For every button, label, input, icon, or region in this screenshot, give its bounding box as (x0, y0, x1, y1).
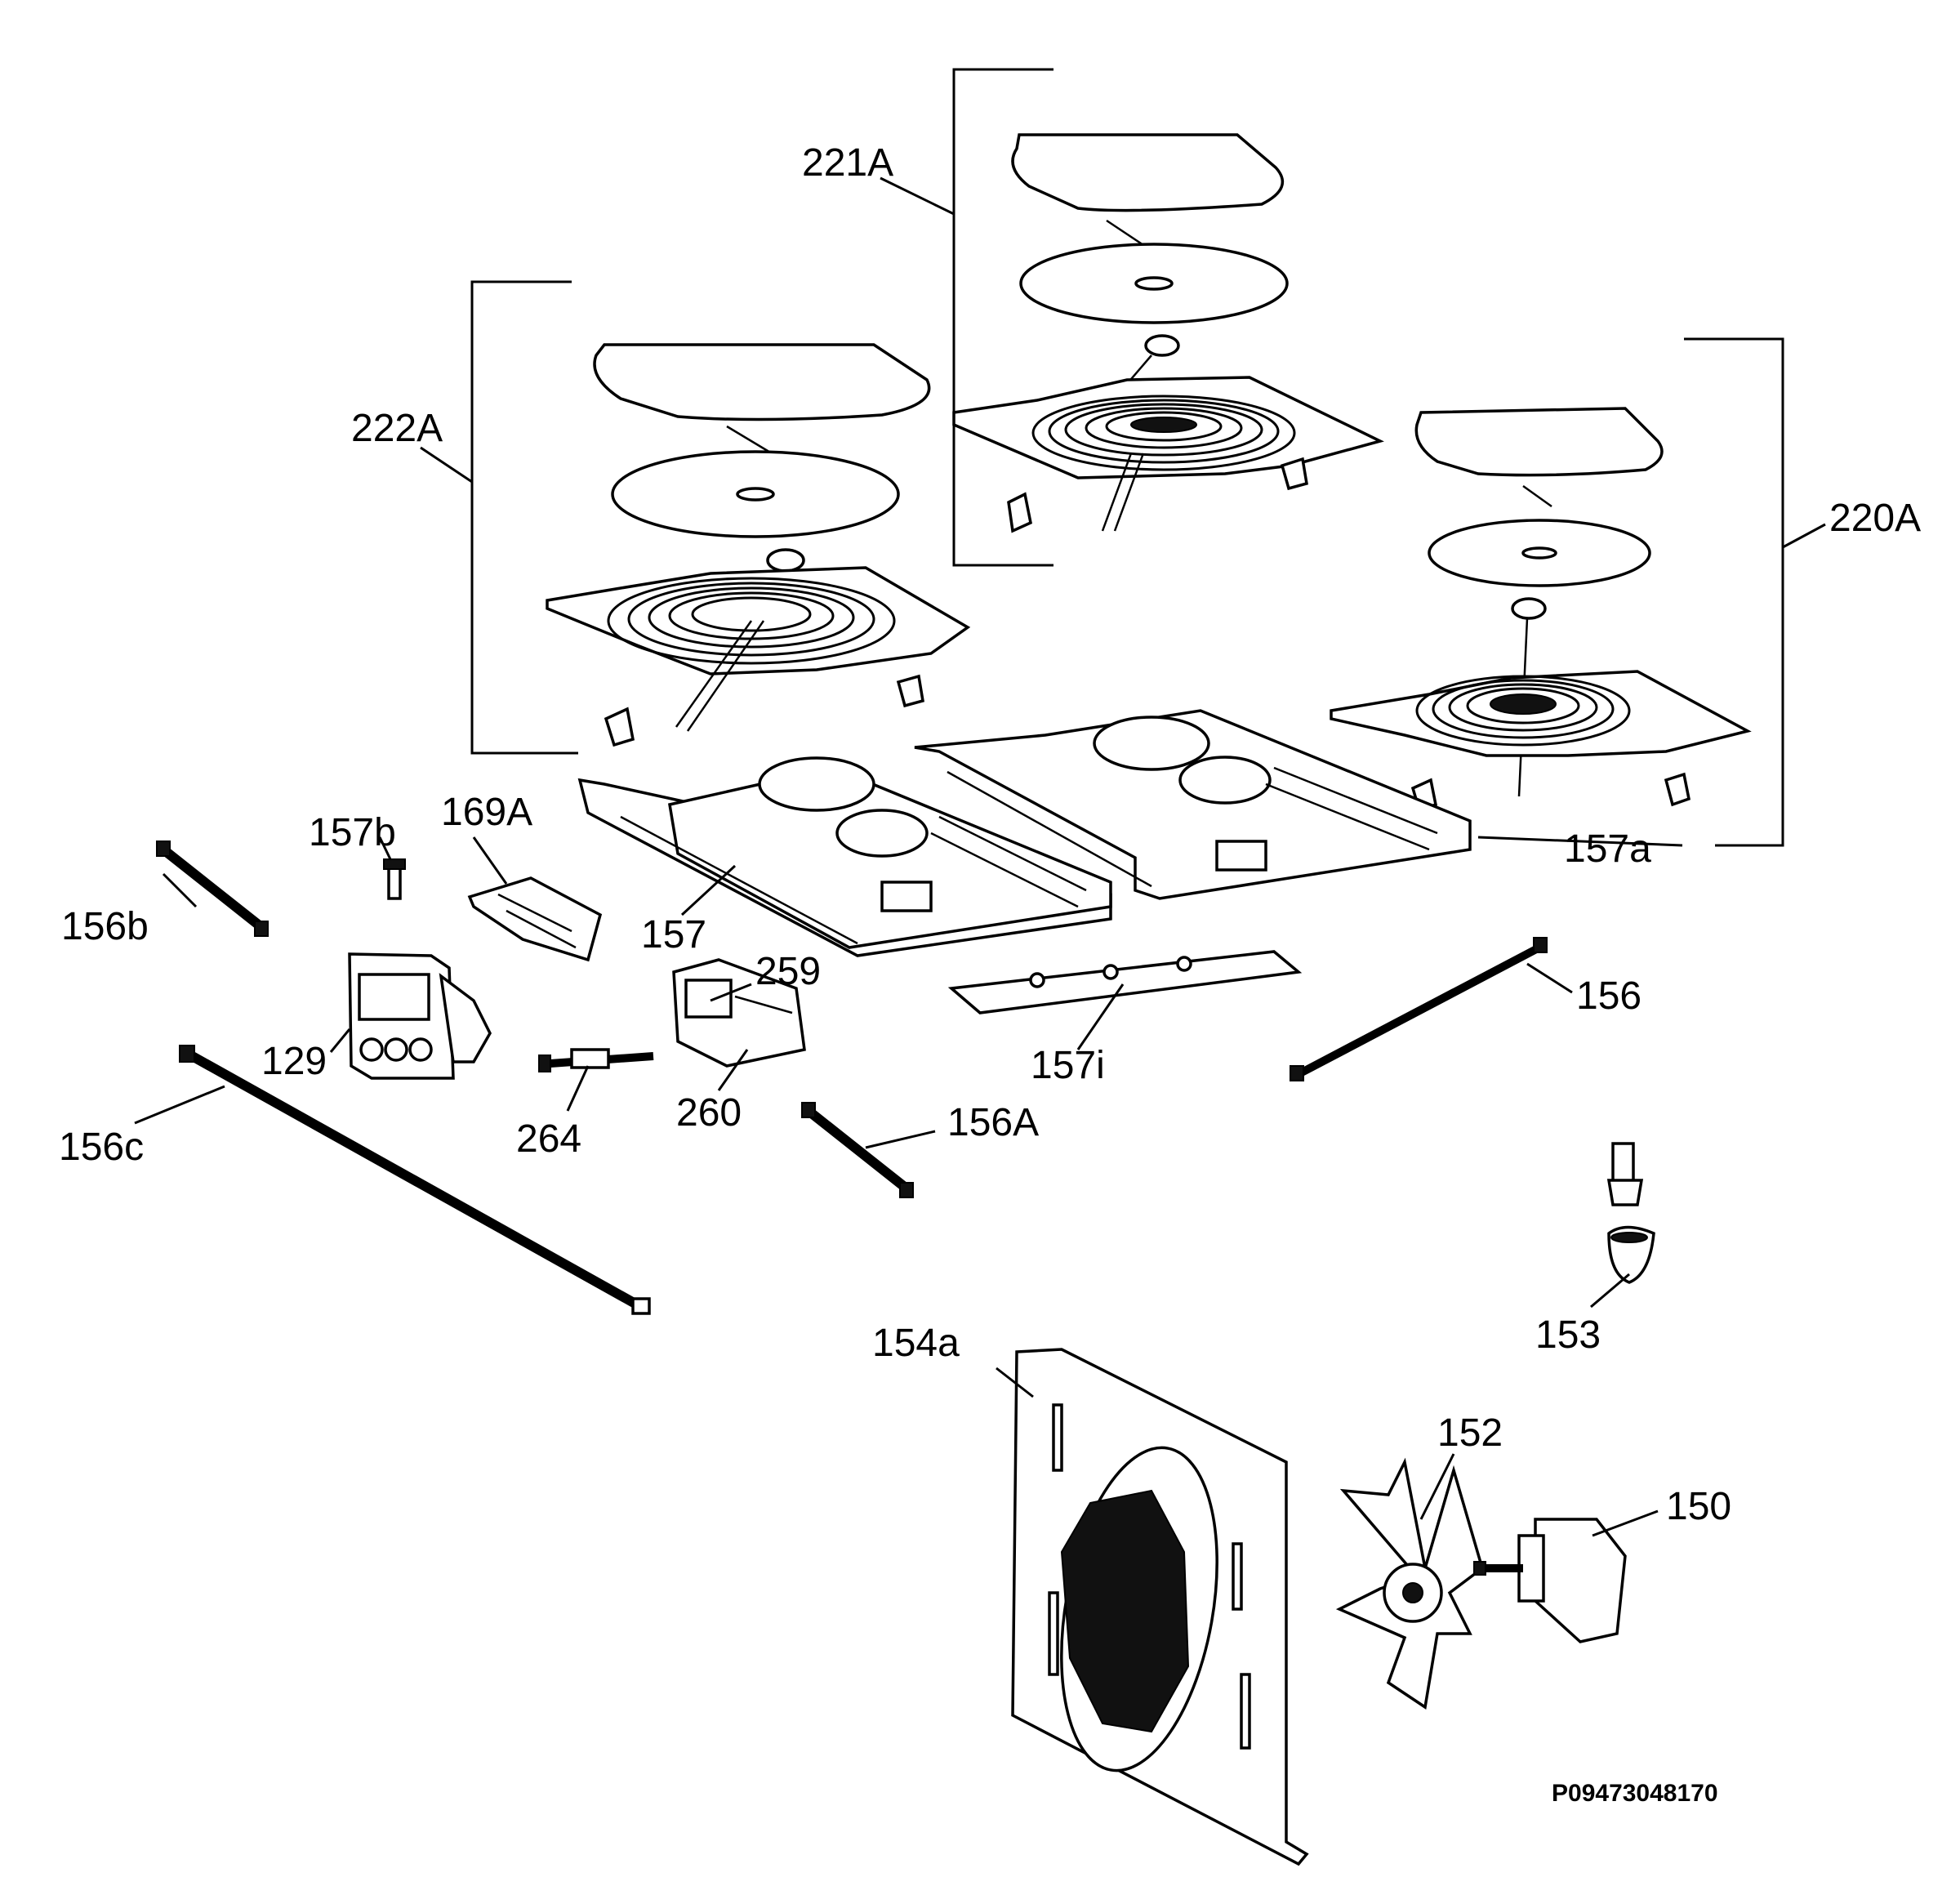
label-157: 157 (641, 913, 706, 956)
label-259: 259 (755, 950, 821, 993)
sensor-264 (538, 1048, 654, 1072)
control-module-157 (577, 756, 1112, 957)
hob-element-222A (546, 343, 971, 747)
leader-lines (134, 836, 1683, 1537)
callout-labels: 221A 222A 220A 157a 157b 169A 156b 157 2… (59, 141, 1921, 1807)
label-156: 156 (1576, 974, 1642, 1018)
label-152: 152 (1437, 1411, 1503, 1455)
terminal-block-169A (467, 876, 603, 962)
timer-display-129 (348, 952, 492, 1080)
label-150: 150 (1666, 1485, 1731, 1528)
label-129: 129 (261, 1040, 327, 1083)
label-260: 260 (676, 1091, 742, 1135)
label-154a: 154a (872, 1322, 960, 1365)
hob-element-220A (1330, 407, 1752, 813)
drawing-code: P09473048170 (1552, 1780, 1718, 1807)
screw-157b (383, 858, 406, 900)
glass-plate-221A (1011, 133, 1285, 212)
glass-plate-222A (593, 343, 931, 421)
label-264: 264 (516, 1117, 581, 1161)
label-220A: 220A (1829, 497, 1921, 540)
glass-plate-220A (1414, 407, 1664, 477)
label-157b: 157b (309, 811, 396, 854)
rod-156c (179, 1045, 651, 1315)
bracket-220A (1684, 337, 1826, 847)
bracket-222A (420, 280, 578, 755)
hob-element-221A (952, 133, 1384, 533)
label-156A: 156A (947, 1101, 1039, 1144)
label-156b: 156b (61, 905, 149, 948)
rod-156 (1290, 937, 1548, 1081)
lamp-153 (1606, 1142, 1655, 1284)
bar-157i (947, 950, 1303, 1014)
label-157i: 157i (1031, 1044, 1105, 1087)
label-221A: 221A (802, 141, 893, 185)
label-156c: 156c (59, 1126, 144, 1169)
label-157a: 157a (1564, 827, 1651, 871)
fan-cover-154a (1011, 1348, 1309, 1866)
switch-259-260 (672, 958, 806, 1068)
motor-150 (1473, 1518, 1627, 1643)
rod-156b (156, 840, 269, 937)
bracket-221A (880, 68, 1054, 567)
label-153: 153 (1535, 1313, 1601, 1357)
label-222A: 222A (351, 407, 443, 450)
fan-blade-152 (1335, 1457, 1485, 1710)
label-169A: 169A (441, 791, 532, 834)
rod-156A (801, 1102, 914, 1198)
control-module-157a (914, 709, 1472, 900)
